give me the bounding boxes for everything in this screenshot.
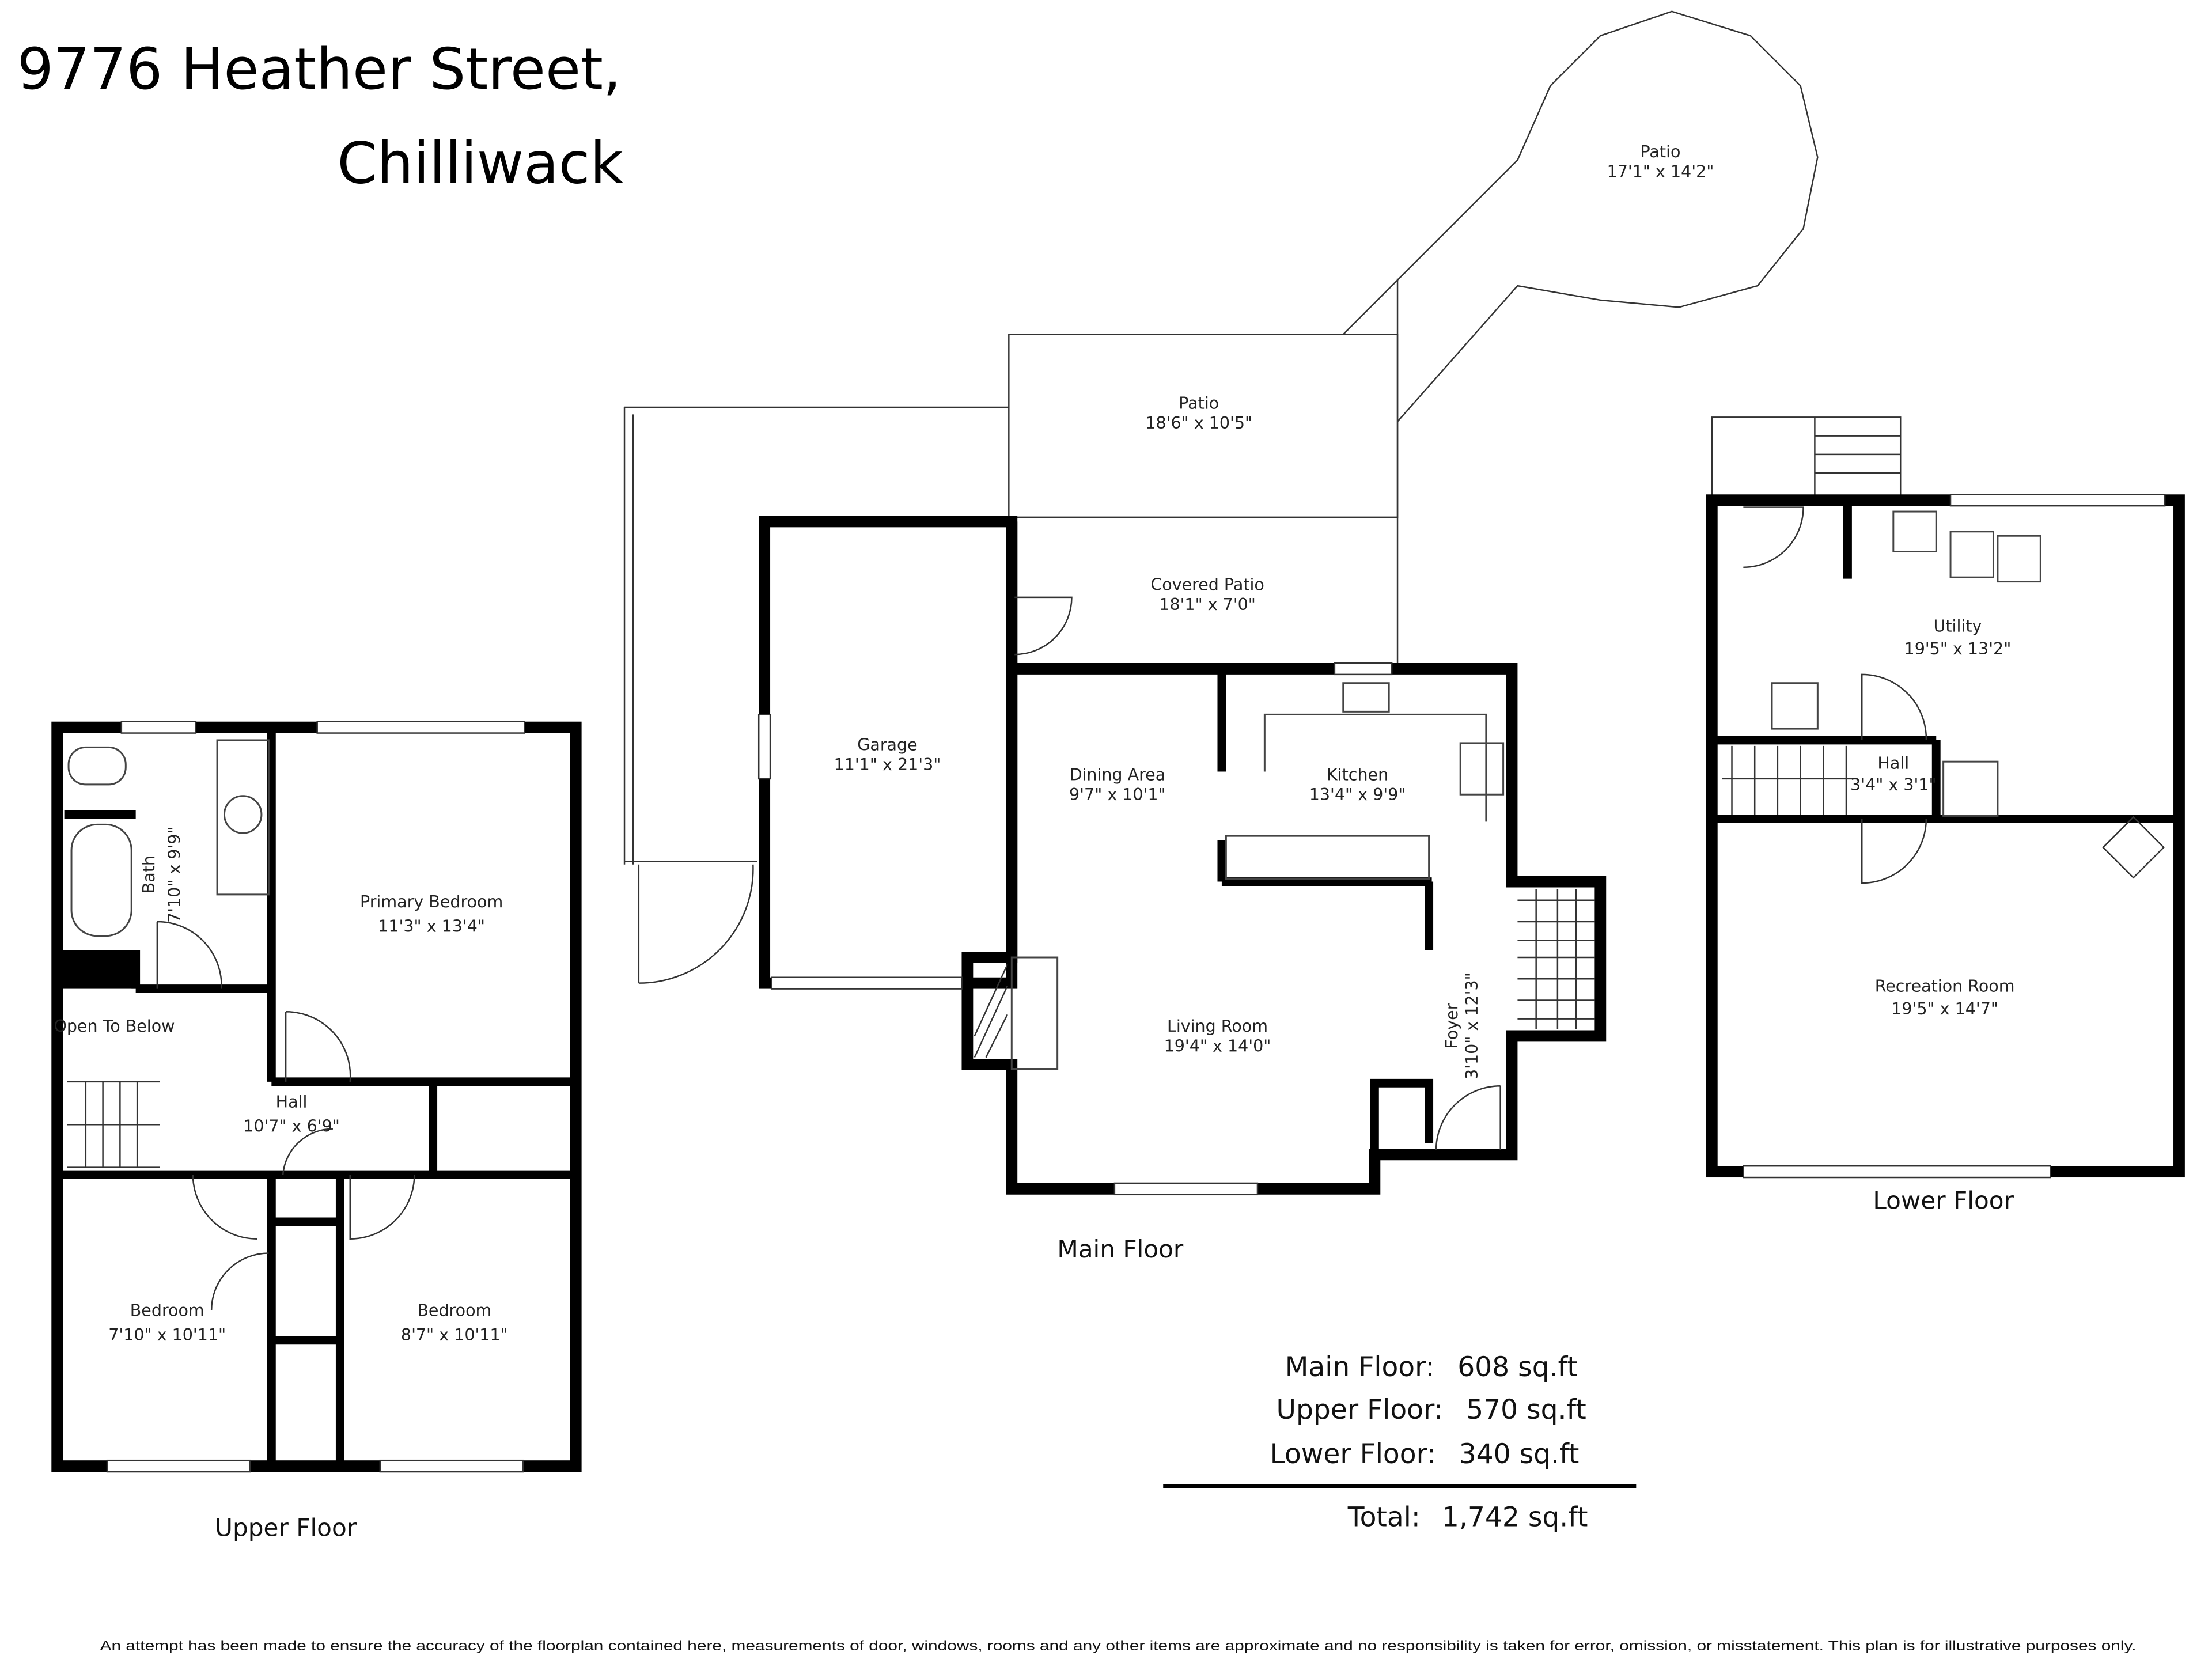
area-summary: Main Floor: 608 sq.ft Upper Floor: 570 s… <box>1163 1351 1637 1533</box>
svg-text:7'10" x 10'11": 7'10" x 10'11" <box>108 1325 226 1344</box>
summary-value-upper: 570 sq.ft <box>1466 1394 1586 1426</box>
floor-label-main: Main Floor <box>1057 1235 1184 1263</box>
address-line-1: 9776 Heather Street, <box>17 36 622 103</box>
svg-text:13'4" x 9'9": 13'4" x 9'9" <box>1309 785 1406 804</box>
svg-text:18'1" x 7'0": 18'1" x 7'0" <box>1159 595 1256 614</box>
svg-text:7'10" x 9'9": 7'10" x 9'9" <box>165 826 184 923</box>
lower-floor-plan: Utility 19'5" x 13'2" Hall 3'4" x 3'1" R… <box>1706 416 2185 1179</box>
room-label-primary-bedroom: Primary Bedroom 11'3" x 13'4" <box>360 892 503 935</box>
summary-value-lower: 340 sq.ft <box>1459 1438 1580 1470</box>
svg-text:Foyer: Foyer <box>1442 1003 1461 1048</box>
svg-text:Hall: Hall <box>276 1092 308 1111</box>
svg-text:19'5" x 14'7": 19'5" x 14'7" <box>1891 999 1998 1018</box>
room-label-utility: Utility 19'5" x 13'2" <box>1904 616 2012 658</box>
floor-label-upper: Upper Floor <box>215 1514 357 1542</box>
svg-text:11'3" x 13'4": 11'3" x 13'4" <box>378 916 485 935</box>
room-label-bedroom-right: Bedroom 8'7" x 10'11" <box>401 1301 508 1344</box>
room-label-foyer: Foyer 3'10" x 12'3" <box>1442 972 1482 1080</box>
svg-text:19'4" x 14'0": 19'4" x 14'0" <box>1164 1037 1271 1056</box>
room-label-covered-patio: Covered Patio 18'1" x 7'0" <box>1150 575 1264 614</box>
summary-label-total: Total: <box>1347 1501 1421 1533</box>
floor-label-lower: Lower Floor <box>1873 1187 2014 1215</box>
main-floor-plan: Patio 17'1" x 14'2" Patio 18'6" x 10'5" … <box>623 10 1819 1196</box>
svg-text:Dining Area: Dining Area <box>1069 765 1165 784</box>
room-label-living-room: Living Room 19'4" x 14'0" <box>1164 1017 1271 1056</box>
svg-text:Bath: Bath <box>139 855 158 893</box>
svg-text:9'7" x 10'1": 9'7" x 10'1" <box>1069 785 1166 804</box>
room-label-patio: Patio 18'6" x 10'5" <box>1145 393 1252 433</box>
summary-value-total: 1,742 sq.ft <box>1442 1501 1588 1533</box>
svg-text:18'6" x 10'5": 18'6" x 10'5" <box>1145 414 1252 433</box>
svg-text:Primary Bedroom: Primary Bedroom <box>360 892 503 911</box>
summary-label-main: Main Floor: <box>1285 1351 1435 1383</box>
svg-text:Bedroom: Bedroom <box>417 1301 491 1320</box>
svg-text:10'7" x 6'9": 10'7" x 6'9" <box>243 1117 340 1136</box>
room-label-recreation-room: Recreation Room 19'5" x 14'7" <box>1875 977 2015 1019</box>
room-label-kitchen: Kitchen 13'4" x 9'9" <box>1309 765 1406 804</box>
room-label-upper-hall: Hall 10'7" x 6'9" <box>243 1092 340 1135</box>
room-label-open-to-below: Open To Below <box>54 1017 175 1036</box>
summary-label-lower: Lower Floor: <box>1270 1438 1436 1470</box>
svg-text:11'1" x 21'3": 11'1" x 21'3" <box>834 755 941 774</box>
svg-text:Covered Patio: Covered Patio <box>1150 575 1264 594</box>
upper-floor-plan: Bath 7'10" x 9'9" Primary Bedroom 11'3" … <box>51 721 582 1473</box>
svg-text:3'4" x 3'1": 3'4" x 3'1" <box>1850 775 1936 794</box>
room-label-bedroom-left: Bedroom 7'10" x 10'11" <box>108 1301 226 1344</box>
svg-text:Garage: Garage <box>857 735 917 754</box>
svg-text:Utility: Utility <box>1934 616 1982 635</box>
svg-text:Living Room: Living Room <box>1167 1017 1268 1036</box>
room-label-dining-area: Dining Area 9'7" x 10'1" <box>1069 765 1166 804</box>
svg-text:Patio: Patio <box>1641 142 1681 161</box>
svg-text:3'10" x 12'3": 3'10" x 12'3" <box>1463 972 1482 1080</box>
svg-text:8'7" x 10'11": 8'7" x 10'11" <box>401 1325 508 1344</box>
svg-text:Kitchen: Kitchen <box>1327 765 1388 784</box>
svg-text:Bedroom: Bedroom <box>130 1301 204 1320</box>
summary-label-upper: Upper Floor: <box>1276 1394 1443 1426</box>
room-label-patio-round: Patio 17'1" x 14'2" <box>1607 142 1714 181</box>
svg-text:Recreation Room: Recreation Room <box>1875 977 2015 996</box>
disclaimer: An attempt has been made to ensure the a… <box>100 1638 2137 1654</box>
room-label-bath: Bath 7'10" x 9'9" <box>139 826 184 923</box>
svg-text:19'5" x 13'2": 19'5" x 13'2" <box>1904 639 2012 658</box>
svg-text:17'1" x 14'2": 17'1" x 14'2" <box>1607 162 1714 181</box>
summary-value-main: 608 sq.ft <box>1457 1351 1578 1383</box>
room-label-garage: Garage 11'1" x 21'3" <box>834 735 941 774</box>
svg-text:Hall: Hall <box>1877 754 1909 773</box>
address-line-2: Chilliwack <box>337 131 623 197</box>
room-label-lower-hall: Hall 3'4" x 3'1" <box>1850 754 1936 794</box>
svg-text:Patio: Patio <box>1179 393 1219 412</box>
